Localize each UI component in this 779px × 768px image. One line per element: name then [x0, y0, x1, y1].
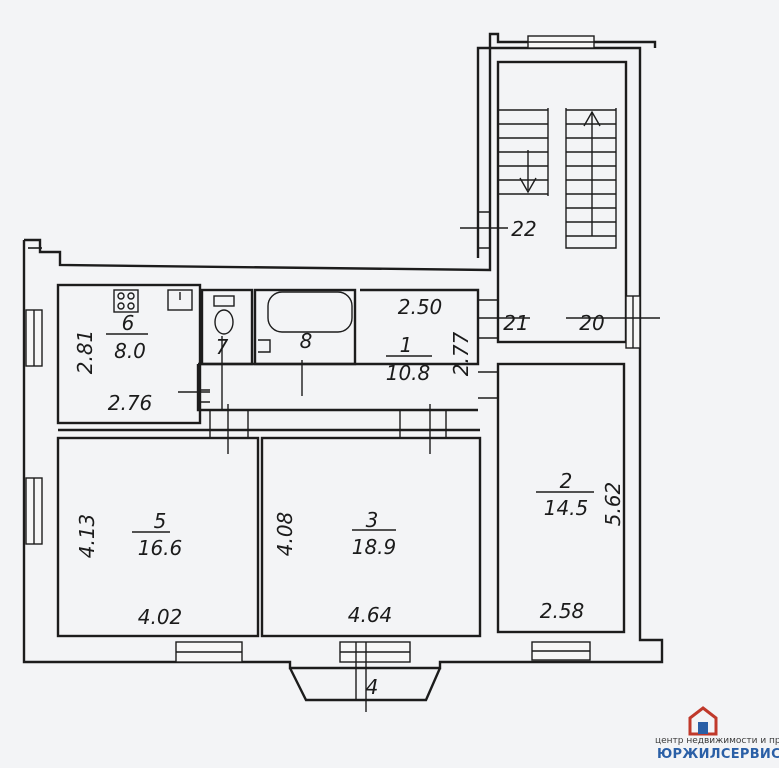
- dim-4-08: 4.08: [273, 512, 297, 557]
- dim-2-77: 2.77: [449, 331, 473, 376]
- room-2: [496, 362, 626, 634]
- room-20-number: 20: [579, 311, 604, 335]
- room-4-number: 4: [366, 675, 379, 699]
- dim-5-62: 5.62: [601, 482, 625, 527]
- dim-4-64: 4.64: [348, 603, 393, 627]
- room-8-number: 8: [300, 329, 313, 353]
- dim-4-13: 4.13: [75, 514, 99, 559]
- room-3-number: 3: [366, 508, 379, 532]
- room-6-area: 8.0: [114, 339, 146, 363]
- room-5: [56, 436, 260, 638]
- toilet-icon: [213, 295, 235, 335]
- stair-steps-right: [565, 108, 617, 249]
- dim-2-81: 2.81: [73, 330, 97, 375]
- room-6-kitchen: [56, 283, 202, 425]
- room-5-area: 16.6: [138, 536, 183, 560]
- sink-icon: [167, 289, 193, 311]
- windows: [25, 35, 641, 663]
- room-outlines: [56, 283, 626, 638]
- room-2-area: 14.5: [544, 496, 589, 520]
- stair-steps-left: [498, 108, 549, 196]
- room-22-number: 22: [511, 217, 536, 241]
- dim-2-76: 2.76: [108, 391, 153, 415]
- room-1-area: 10.8: [386, 361, 431, 385]
- brand-name: ЮРЖИЛСЕРВИС: [657, 747, 779, 762]
- stairwell: [496, 60, 628, 344]
- dim-2-58: 2.58: [540, 599, 585, 623]
- room-2-number: 2: [560, 469, 573, 493]
- room-labels: 1 10.8 2 14.5 3 18.9 5 16.6 6 8.0 7 8 20…: [114, 217, 605, 699]
- doors: [200, 211, 498, 438]
- house-logo-icon: [688, 706, 718, 736]
- dim-4-02: 4.02: [138, 605, 183, 629]
- brand-tagline: центр недвижимости и права: [655, 736, 779, 746]
- bathtub-icon: [258, 291, 353, 353]
- room-1-number: 1: [400, 333, 413, 357]
- room-5-number: 5: [154, 509, 167, 533]
- room-3-area: 18.9: [352, 535, 397, 559]
- room-3: [260, 436, 482, 638]
- dim-2-50: 2.50: [398, 295, 443, 319]
- room-6-number: 6: [122, 311, 135, 335]
- room-1-hall: [198, 288, 480, 366]
- stair-arrow-down-icon: [519, 150, 537, 194]
- stair-arrow-up-icon: [583, 110, 601, 236]
- room-21-number: 21: [503, 311, 528, 335]
- dimension-labels: 2.50 2.77 2.81 2.76 4.13 4.02 4.08 4.64 …: [73, 295, 625, 629]
- stove-icon: [113, 289, 139, 313]
- room-7-number: 7: [216, 335, 229, 359]
- leader-lines: [106, 227, 660, 712]
